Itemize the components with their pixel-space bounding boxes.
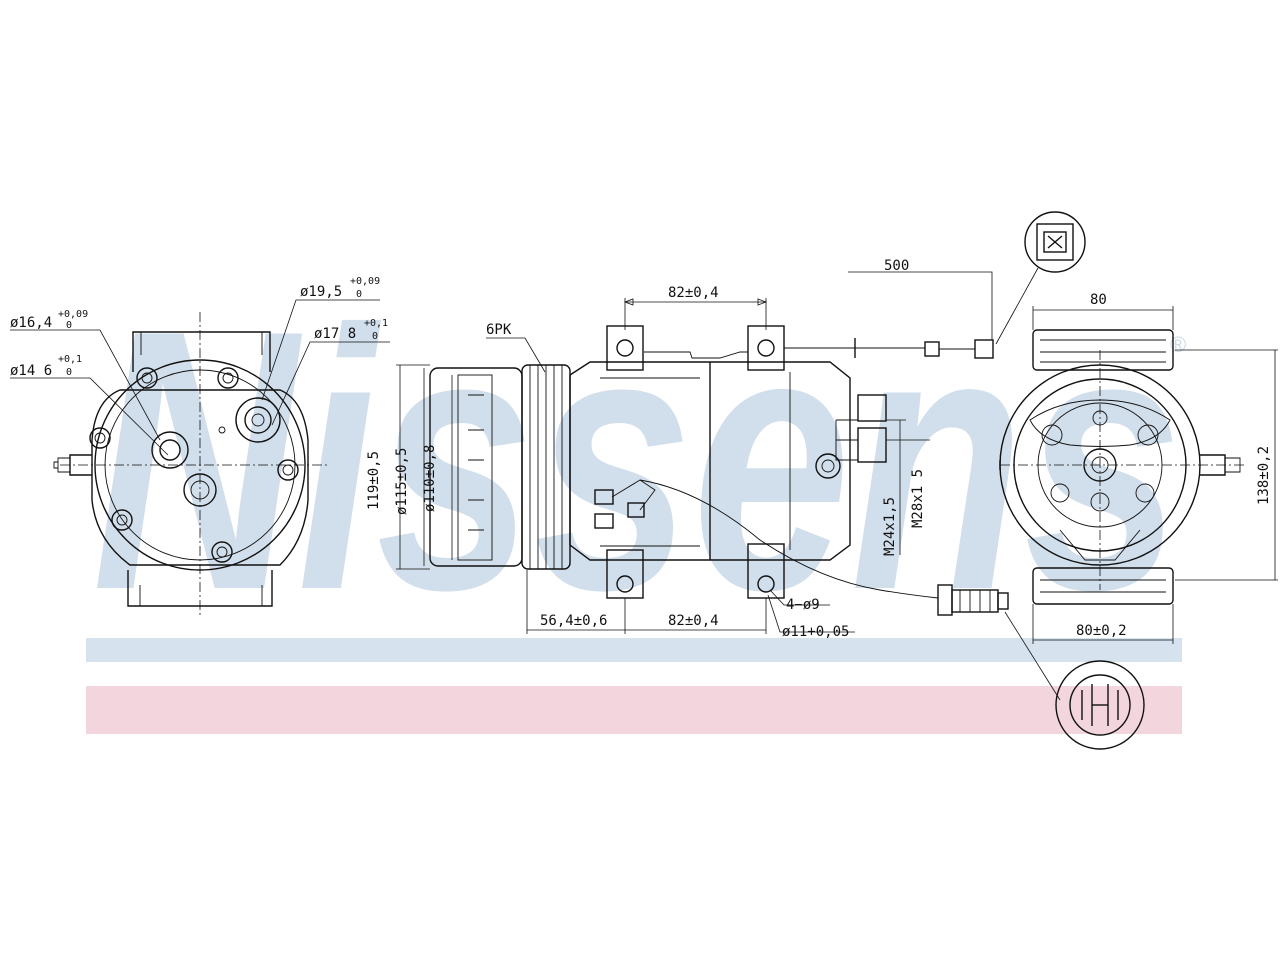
side-view: 82±0,4 56,4±0,6 82±0,4 500 6PK 119±0,5 ø… <box>366 258 1009 640</box>
dim-m24: M24x1,5 <box>882 497 898 556</box>
nissens-watermark: Nissens <box>92 254 1182 667</box>
dim-d146-tol-low: 0 <box>66 367 72 378</box>
dim-d195: ø19,5 <box>300 284 342 300</box>
dim-d164: ø16,4 <box>10 315 52 331</box>
dim-d178-tol-low: 0 <box>372 331 378 342</box>
dim-bottom-82: 82±0,4 <box>668 613 719 629</box>
blue-band <box>86 638 1182 662</box>
dim-d164-tol-up: +0,09 <box>58 309 88 320</box>
registered-mark: ® <box>1170 332 1186 357</box>
dim-d195-tol-up: +0,09 <box>350 276 380 287</box>
dim-d178-tol-up: +0,1 <box>364 318 388 329</box>
dim-d146: ø14 6 <box>10 363 52 379</box>
dim-119: 119±0,5 <box>366 451 382 510</box>
connector-detail-bottom <box>1004 611 1145 750</box>
dim-d195-tol-low: 0 <box>356 289 362 300</box>
dim-d146-tol-up: +0,1 <box>58 354 82 365</box>
dim-front-80: 80 <box>1090 292 1107 308</box>
rear-view: ø16,4 +0,09 0 ø14 6 +0,1 0 ø19,5 +0,09 0… <box>10 276 390 618</box>
dim-d178: ø17 8 <box>314 326 356 342</box>
dim-holes: 4−ø9 <box>786 597 820 613</box>
label-belt-6pk: 6PK <box>486 322 512 338</box>
front-view: 80 80±0,2 138±0,2 <box>999 292 1278 644</box>
dim-d11: ø11+0,05 <box>782 624 849 640</box>
dim-d164-tol-low: 0 <box>66 320 72 331</box>
pink-band <box>86 686 1182 734</box>
dim-front-138: 138±0,2 <box>1256 446 1272 505</box>
dim-m28: M28x1 5 <box>910 469 926 528</box>
dim-d110: ø110±0,8 <box>422 445 438 512</box>
dim-front-80-tol: 80±0,2 <box>1076 623 1127 639</box>
dim-top-82: 82±0,4 <box>668 285 719 301</box>
dim-bottom-56: 56,4±0,6 <box>540 613 607 629</box>
dim-d115: ø115±0,5 <box>394 448 410 515</box>
dim-cable-500: 500 <box>884 258 909 274</box>
connector-detail-top <box>995 211 1086 345</box>
